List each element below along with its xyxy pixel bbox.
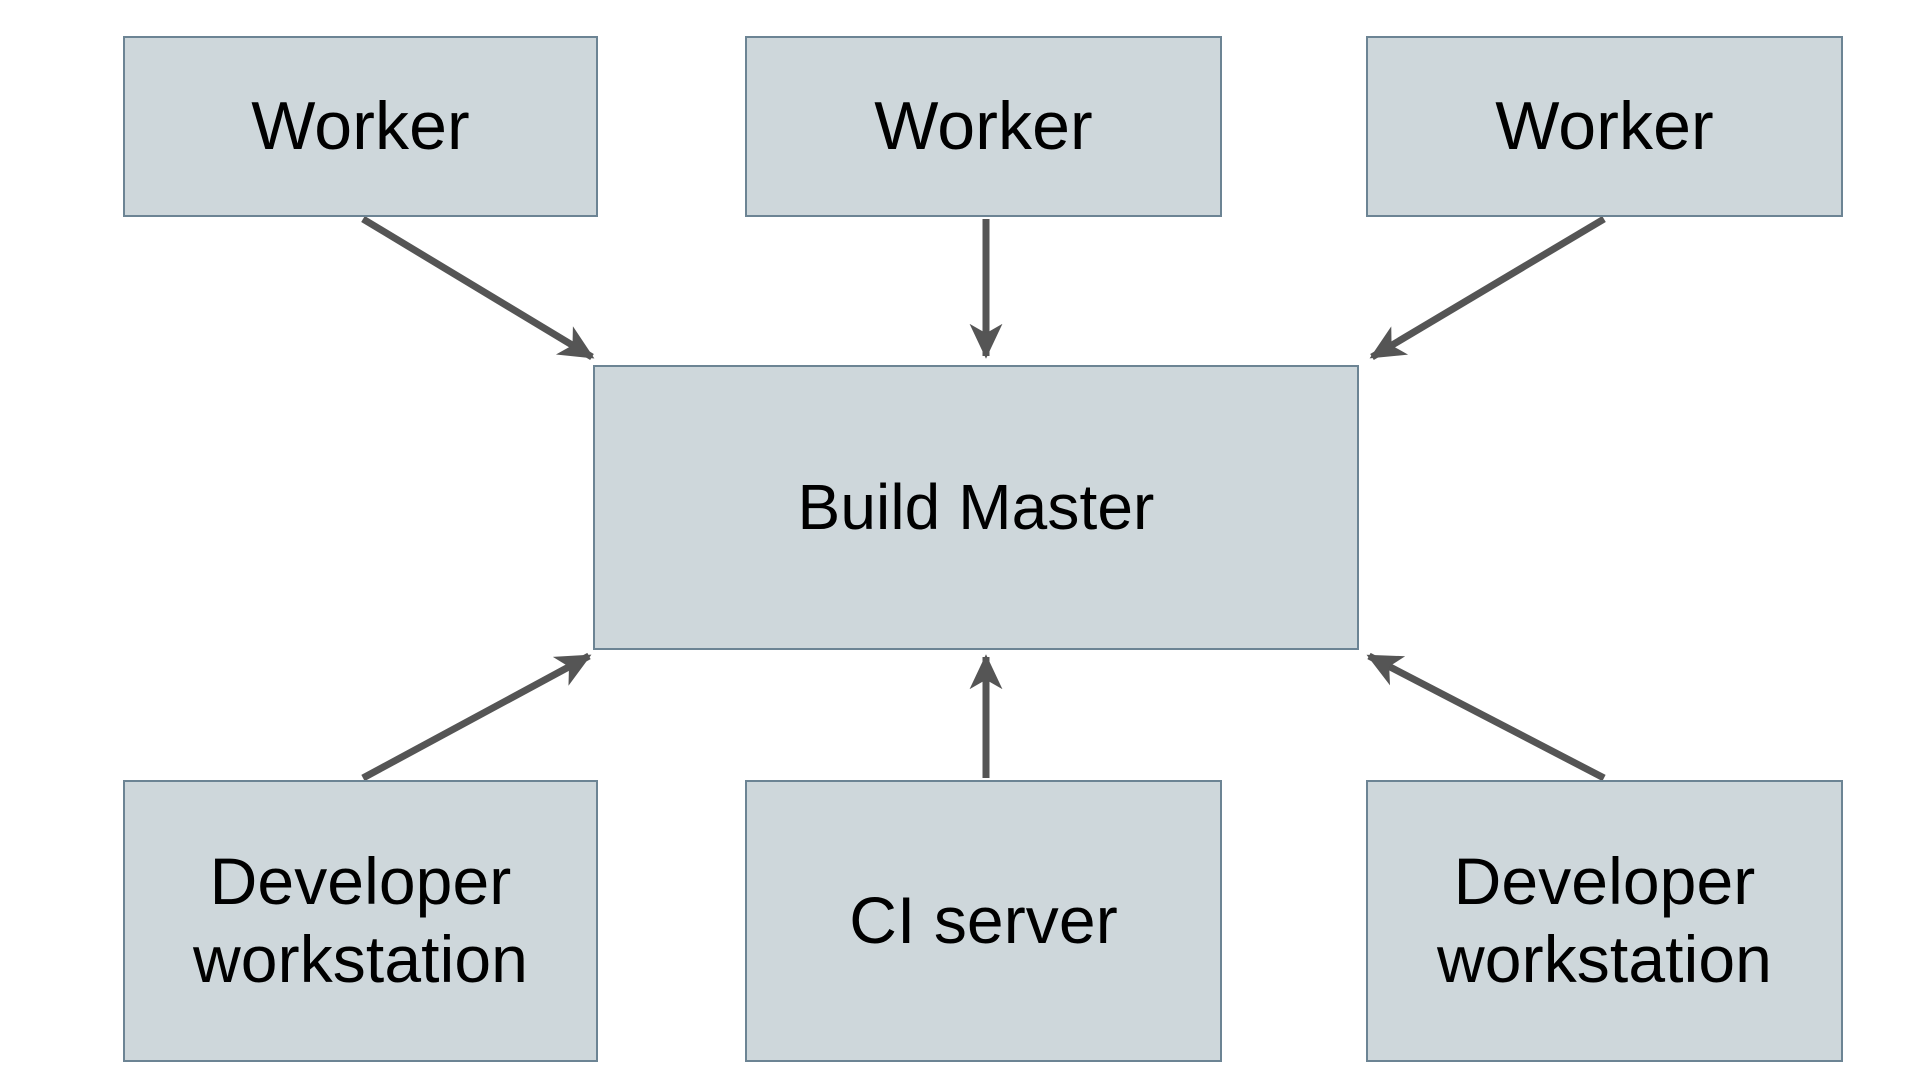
edge-dev-workstation-2-to-build-master [1366,652,1606,782]
node-dev-workstation-2[interactable]: Developer workstation [1366,780,1843,1062]
edge-worker-1-to-build-master [361,216,595,360]
node-build-master[interactable]: Build Master [593,365,1359,650]
node-ci-server[interactable]: CI server [745,780,1222,1062]
node-worker-3-label: Worker [1495,88,1714,165]
node-build-master-label: Build Master [797,470,1155,543]
node-worker-3[interactable]: Worker [1366,36,1843,217]
node-ci-server-label: CI server [849,883,1118,958]
edge-worker-3-to-build-master [1369,215,1606,361]
node-dev-workstation-1[interactable]: Developer workstation [123,780,598,1062]
node-worker-1-label: Worker [251,88,470,165]
node-worker-2-label: Worker [874,88,1093,165]
edge-dev-workstation-1-to-build-master [361,652,592,782]
node-dev-workstation-2-label: Developer workstation [1437,844,1772,996]
node-dev-workstation-1-label: Developer workstation [193,844,528,996]
node-worker-2[interactable]: Worker [745,36,1222,217]
node-worker-1[interactable]: Worker [123,36,598,217]
